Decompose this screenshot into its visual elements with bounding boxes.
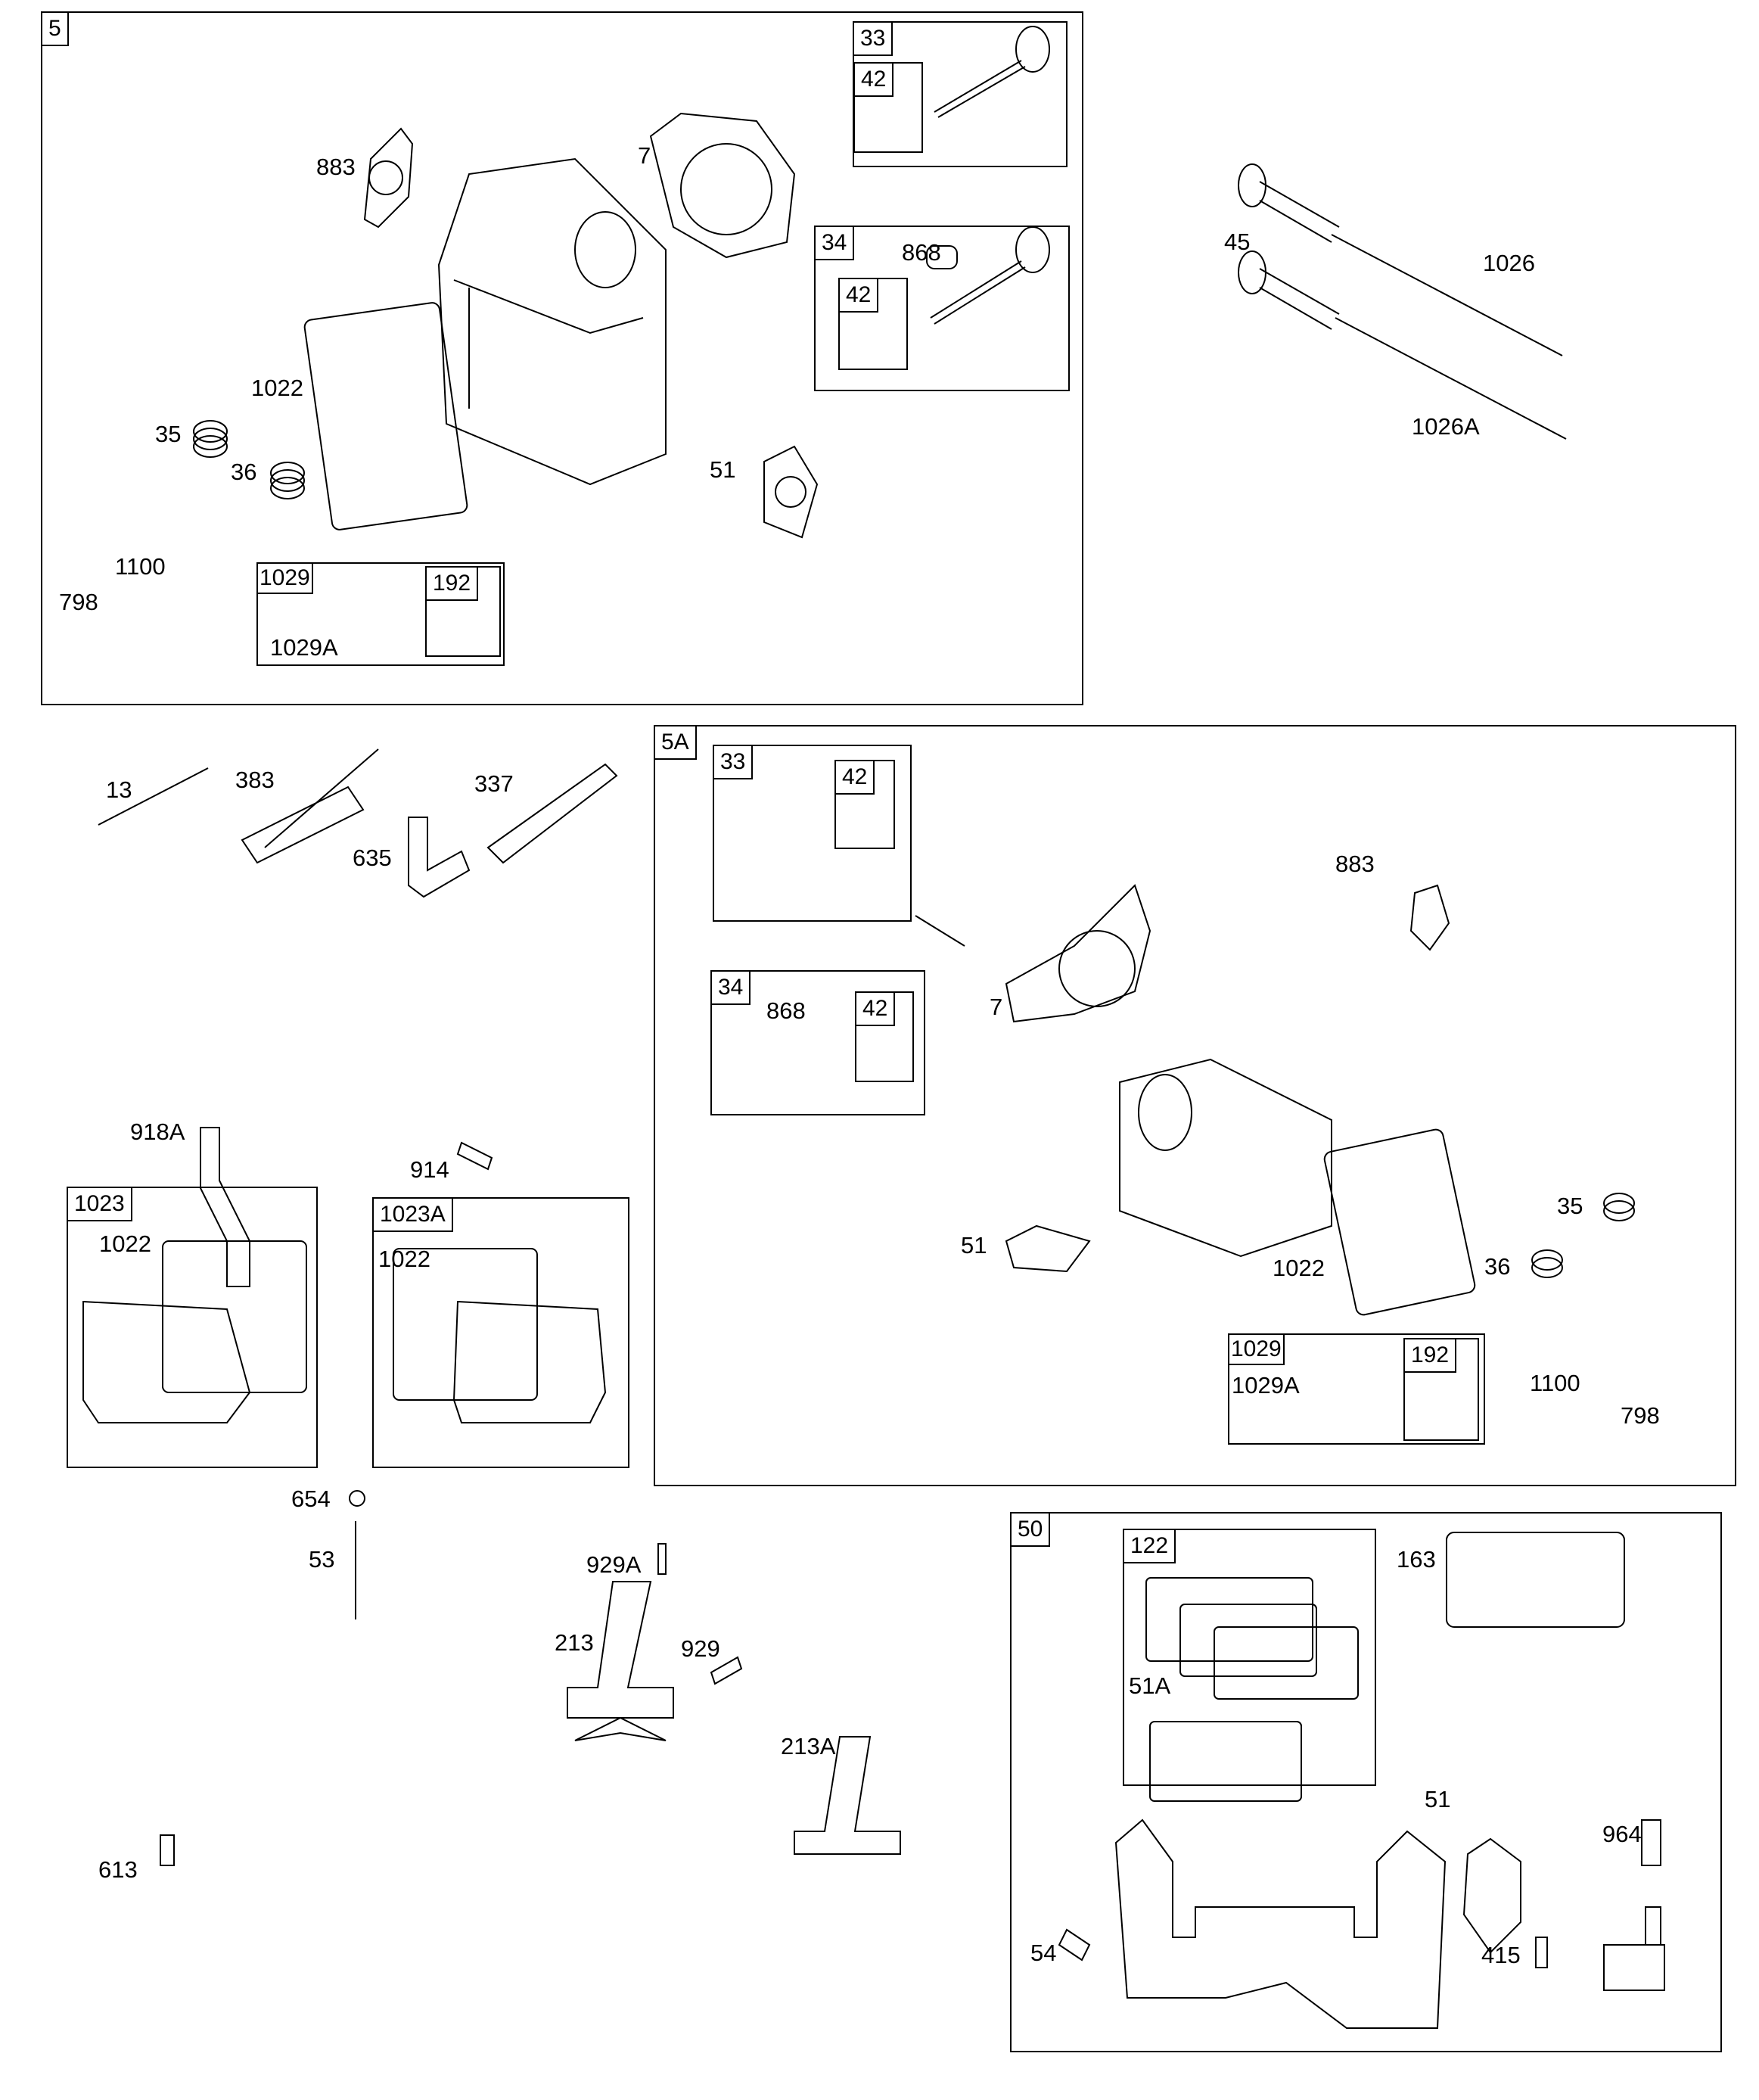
part-label-383[interactable]: 383 xyxy=(235,767,275,793)
kit-box-1029: 1029 xyxy=(256,562,505,666)
kit-tag-42b-5A[interactable]: 42 xyxy=(855,991,896,1026)
part-label-929[interactable]: 929 xyxy=(681,1635,720,1662)
part-label-36-5A[interactable]: 36 xyxy=(1484,1253,1511,1280)
kit-tag-192-5A[interactable]: 192 xyxy=(1403,1338,1457,1373)
part-label-51A[interactable]: 51A xyxy=(1129,1672,1171,1699)
part-label-337[interactable]: 337 xyxy=(474,770,514,797)
part-label-415[interactable]: 415 xyxy=(1481,1942,1521,1968)
bolt-613-drawing xyxy=(160,1834,175,1866)
part-label-7[interactable]: 7 xyxy=(638,142,651,169)
part-label-914[interactable]: 914 xyxy=(410,1156,449,1183)
kit-box-42b-5A: 42 xyxy=(855,991,914,1082)
part-label-36[interactable]: 36 xyxy=(231,459,257,485)
part-label-1026A[interactable]: 1026A xyxy=(1412,413,1480,440)
kit-tag-1029-5A[interactable]: 1029 xyxy=(1228,1333,1285,1365)
part-label-1100-5A[interactable]: 1100 xyxy=(1530,1370,1580,1396)
kit-box-42: 42 xyxy=(853,62,923,153)
part-label-883-5A[interactable]: 883 xyxy=(1335,851,1375,877)
kit-box-42-5A: 42 xyxy=(834,760,895,849)
kit-box-34-5A: 34 xyxy=(710,970,925,1115)
group-tag-5: 5 xyxy=(41,11,69,46)
kit-tag-33-5A[interactable]: 33 xyxy=(713,745,754,779)
part-label-213A[interactable]: 213A xyxy=(781,1733,836,1759)
part-label-964[interactable]: 964 xyxy=(1602,1821,1642,1847)
kit-tag-34-5A[interactable]: 34 xyxy=(710,970,751,1005)
kit-box-192-5A: 192 xyxy=(1403,1338,1479,1441)
part-label-1029A[interactable]: 1029A xyxy=(270,634,338,661)
part-label-53[interactable]: 53 xyxy=(309,1546,335,1573)
part-label-45[interactable]: 45 xyxy=(1224,229,1251,255)
part-label-654[interactable]: 654 xyxy=(291,1486,331,1512)
part-label-1022-5A[interactable]: 1022 xyxy=(1273,1255,1325,1281)
kit-box-34: 34 xyxy=(814,226,1070,391)
kit-box-122: 122 xyxy=(1123,1529,1376,1786)
part-label-7-5A[interactable]: 7 xyxy=(990,994,1003,1020)
part-label-613[interactable]: 613 xyxy=(98,1856,138,1883)
part-label-798[interactable]: 798 xyxy=(59,589,98,615)
part-label-54[interactable]: 54 xyxy=(1030,1940,1057,1966)
part-label-868-5A[interactable]: 868 xyxy=(766,997,806,1024)
kit-box-33: 33 xyxy=(853,21,1068,167)
group-box-5A: 5A xyxy=(654,725,1736,1486)
kit-tag-34[interactable]: 34 xyxy=(814,226,855,260)
part-label-35[interactable]: 35 xyxy=(155,421,182,447)
part-label-1100[interactable]: 1100 xyxy=(115,553,166,580)
bolt-914-drawing xyxy=(456,1141,493,1171)
kit-box-192: 192 xyxy=(425,566,501,657)
kit-tag-122[interactable]: 122 xyxy=(1123,1529,1176,1563)
group-tag-50: 50 xyxy=(1010,1512,1051,1547)
kit-box-1029-5A: 1029 xyxy=(1228,1333,1485,1445)
part-label-13[interactable]: 13 xyxy=(106,776,132,803)
part-label-51-50[interactable]: 51 xyxy=(1425,1786,1451,1812)
part-label-798-5A[interactable]: 798 xyxy=(1621,1402,1660,1429)
part-label-635[interactable]: 635 xyxy=(353,845,392,871)
spark-plug-boot-635-drawing xyxy=(408,817,471,898)
kit-tag-42-5A[interactable]: 42 xyxy=(834,760,875,795)
part-label-868[interactable]: 868 xyxy=(902,239,941,266)
part-label-1026[interactable]: 1026 xyxy=(1483,250,1535,276)
part-label-51[interactable]: 51 xyxy=(710,456,736,483)
part-label-1022-cover[interactable]: 1022 xyxy=(99,1230,151,1257)
kit-tag-1029[interactable]: 1029 xyxy=(256,562,313,594)
group-tag-1023[interactable]: 1023 xyxy=(67,1187,132,1221)
kit-tag-192[interactable]: 192 xyxy=(425,566,479,601)
kit-tag-33[interactable]: 33 xyxy=(853,21,893,56)
part-label-929A[interactable]: 929A xyxy=(586,1551,642,1578)
kit-box-33-5A: 33 xyxy=(713,745,912,922)
part-label-1029A-5A[interactable]: 1029A xyxy=(1232,1372,1300,1398)
part-label-51-5A[interactable]: 51 xyxy=(961,1232,987,1258)
kit-box-42b: 42 xyxy=(838,278,908,370)
part-label-883[interactable]: 883 xyxy=(316,154,356,180)
group-box-1023A: 1023A xyxy=(372,1197,629,1468)
part-label-918A[interactable]: 918A xyxy=(130,1118,185,1145)
group-box-50: 50 xyxy=(1010,1512,1722,2052)
part-label-1022-coverA[interactable]: 1022 xyxy=(378,1246,430,1272)
group-box-5: 5 xyxy=(41,11,1083,705)
tappets-45-drawing xyxy=(1238,163,1340,330)
group-box-1023: 1023 xyxy=(67,1187,318,1468)
part-label-213[interactable]: 213 xyxy=(555,1629,594,1656)
bracket-213-drawing xyxy=(567,1581,674,1741)
part-label-35-5A[interactable]: 35 xyxy=(1557,1193,1583,1219)
kit-tag-42b[interactable]: 42 xyxy=(838,278,879,313)
part-label-163[interactable]: 163 xyxy=(1397,1546,1436,1573)
group-tag-5A: 5A xyxy=(654,725,697,760)
part-label-1022[interactable]: 1022 xyxy=(251,375,303,401)
nut-654-drawing xyxy=(349,1490,365,1507)
group-tag-1023A[interactable]: 1023A xyxy=(372,1197,453,1232)
kit-tag-42[interactable]: 42 xyxy=(853,62,894,97)
screw-929A-drawing xyxy=(657,1543,667,1575)
